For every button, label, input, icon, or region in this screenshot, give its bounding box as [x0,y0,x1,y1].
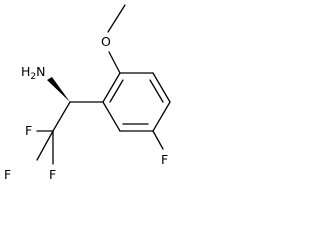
structure-diagram: O F H2N F F F [4,4,171,182]
ring-bond-6 [102,72,121,103]
stereo-wedge-bond [47,77,70,102]
fluorine-top-label: F [25,123,32,138]
methoxy-group: O [101,4,126,74]
ring-fluorine-group: F [152,130,168,167]
ring-bond-2 [152,72,171,103]
amine-subscript: 2 [30,72,36,82]
ring-bond-2-inner [149,79,164,103]
ring-oxygen-bond [108,51,121,74]
ring-bond-3 [152,101,171,132]
amine-nitrogen: N [36,64,45,79]
cf3-fluorine-left-bond [36,130,54,161]
ring-fluorine-label: F [161,152,168,167]
chiral-center [47,77,104,132]
chiral-cf3-bond [52,101,71,132]
oxygen-methyl-bond [107,4,126,33]
trifluoromethyl-group: F F F [4,123,56,182]
benzene-ring [102,72,171,132]
oxygen-label: O [101,34,111,49]
amine-label: H2N [21,64,46,82]
ring-bond-6-inner [109,79,124,103]
ring-bond-5 [102,101,121,132]
fluorine-left-label: F [4,167,11,182]
ring-fluorine-bond [152,130,164,150]
amine-hydrogen: H [21,64,30,79]
fluorine-bottom-label: F [49,167,56,182]
